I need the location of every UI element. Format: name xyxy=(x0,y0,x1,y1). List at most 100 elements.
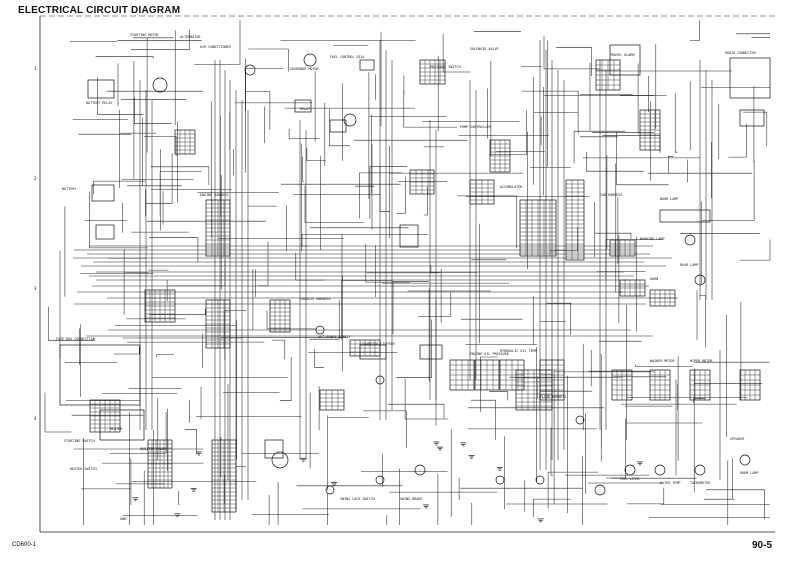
connector xyxy=(519,199,557,257)
component-symbol xyxy=(325,485,335,495)
connector xyxy=(409,169,435,195)
wire xyxy=(95,56,154,59)
component-label: RELAY xyxy=(300,107,310,111)
component-symbol xyxy=(535,475,545,485)
wire xyxy=(573,130,626,164)
wire xyxy=(702,160,755,221)
wire xyxy=(743,111,768,146)
component-label: CHASSIS HARNESS xyxy=(300,297,331,301)
component-box xyxy=(609,44,641,76)
wire xyxy=(341,233,393,281)
component-symbol xyxy=(414,464,426,476)
component-symbol xyxy=(739,454,751,466)
component-box xyxy=(95,224,115,240)
connector xyxy=(449,359,475,391)
wire xyxy=(48,306,95,341)
component-label: AIR CONDITIONER xyxy=(200,45,232,49)
frame xyxy=(39,15,775,533)
border-mark: 2 xyxy=(34,176,37,181)
component-symbol xyxy=(152,77,168,93)
component-label: SWING BRAKE xyxy=(400,497,422,501)
component-label: BOOM LAMP xyxy=(660,197,678,201)
wire xyxy=(113,346,140,355)
ground-symbol xyxy=(460,442,467,447)
component-symbol xyxy=(694,464,706,476)
wire xyxy=(423,186,428,216)
wire xyxy=(550,227,578,251)
wire xyxy=(156,354,175,358)
wire xyxy=(134,97,172,124)
component-box xyxy=(399,224,419,248)
ground-symbol xyxy=(433,441,440,446)
component-symbol xyxy=(694,274,706,286)
component-box xyxy=(739,109,765,127)
ground-symbol xyxy=(300,457,307,462)
component-symbol xyxy=(684,234,696,246)
wire xyxy=(363,410,407,448)
wire xyxy=(430,265,477,273)
wire xyxy=(586,152,644,172)
wire xyxy=(149,308,206,315)
connector xyxy=(639,109,661,151)
wire xyxy=(470,399,496,440)
wire xyxy=(396,176,406,214)
connector xyxy=(174,129,196,155)
wire xyxy=(146,153,173,204)
border-mark: 3 xyxy=(34,286,37,291)
connector xyxy=(205,199,231,257)
wire xyxy=(396,319,432,378)
component-box xyxy=(729,57,771,99)
wire xyxy=(314,349,324,368)
wire xyxy=(521,90,579,134)
wire xyxy=(533,498,571,517)
ground-symbol xyxy=(537,518,544,523)
connector xyxy=(205,299,231,349)
wire xyxy=(266,310,317,330)
wire xyxy=(728,123,747,158)
component-symbol xyxy=(495,475,505,485)
wire xyxy=(184,429,197,455)
component-symbol xyxy=(271,451,289,469)
component-label: CAB HARNESS xyxy=(600,193,622,197)
wire xyxy=(97,77,144,115)
connector xyxy=(469,179,495,205)
wire xyxy=(392,281,429,335)
wire xyxy=(272,339,286,360)
wire xyxy=(693,398,706,404)
component-label: HYDRAULIC OIL TEMP xyxy=(500,349,537,353)
connector xyxy=(269,299,291,333)
wire xyxy=(556,47,592,76)
wire xyxy=(246,91,271,130)
component-box xyxy=(329,119,347,133)
component-symbol xyxy=(315,325,325,335)
connector xyxy=(147,439,173,489)
component-label: ROOM LAMP xyxy=(740,471,758,475)
connector xyxy=(611,369,633,401)
ground-symbol xyxy=(174,513,181,518)
connector xyxy=(609,239,636,257)
wire xyxy=(365,243,410,283)
wire xyxy=(547,471,599,509)
wire xyxy=(543,35,601,70)
connector xyxy=(739,369,761,401)
component-label: BATTERY RELAY xyxy=(86,101,113,105)
component-symbol xyxy=(375,475,385,485)
wire xyxy=(550,427,553,476)
component-symbol xyxy=(244,64,256,76)
wire xyxy=(369,166,408,219)
connector xyxy=(565,179,585,261)
ground-symbol xyxy=(636,461,643,466)
connector xyxy=(619,279,646,297)
component-symbol xyxy=(303,53,317,67)
wire xyxy=(739,239,771,261)
component-label: FUSE BOX CONNECTION xyxy=(56,337,95,341)
wire xyxy=(295,252,325,281)
wire xyxy=(302,156,304,182)
wire xyxy=(635,364,693,367)
connector xyxy=(211,439,237,513)
wire xyxy=(149,237,199,262)
wire xyxy=(258,241,269,287)
ground-symbol xyxy=(132,497,139,502)
